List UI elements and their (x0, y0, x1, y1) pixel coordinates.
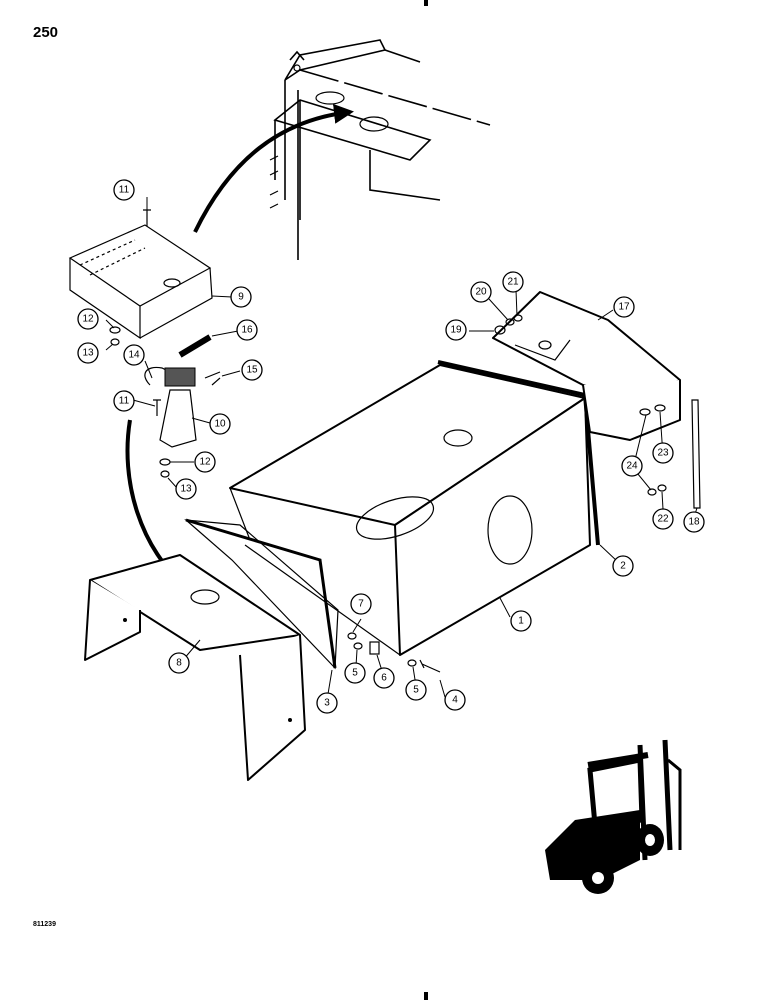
callout-label: 16 (241, 325, 253, 336)
callout-10: 10 (209, 413, 231, 435)
cover-box-part9 (68, 224, 213, 340)
callout-1: 1 (510, 610, 532, 632)
callout-label: 11 (119, 185, 130, 196)
callout-5b: 5 (405, 679, 427, 701)
callout-8: 8 (168, 652, 190, 674)
clip-part14 (144, 366, 171, 386)
callout-21: 21 (502, 271, 524, 293)
latch-part14 (164, 367, 196, 387)
nut-part24-lower (647, 488, 657, 496)
bracket-part17 (492, 291, 681, 441)
rod-part16 (178, 334, 212, 358)
callout-label: 18 (688, 517, 700, 528)
callout-label: 19 (450, 325, 462, 336)
callout-6: 6 (373, 667, 395, 689)
callout-12a: 12 (77, 308, 99, 330)
bolt-part19 (494, 325, 506, 335)
callout-20: 20 (470, 281, 492, 303)
callout-label: 4 (452, 695, 458, 706)
callout-14: 14 (123, 344, 145, 366)
callout-label: 10 (214, 419, 226, 430)
callout-label: 17 (618, 302, 630, 313)
bracket-part10 (159, 389, 197, 448)
registration-mark-top (424, 0, 428, 6)
plate-part18 (691, 399, 701, 509)
bolt-part11-upper (143, 209, 151, 226)
callout-18: 18 (683, 511, 705, 533)
bolt-part11-lower (153, 399, 161, 416)
nut-part24-upper (639, 408, 651, 416)
callout-label: 24 (626, 461, 638, 472)
callout-11a: 11 (113, 179, 135, 201)
callout-label: 13 (82, 348, 94, 359)
washer-part12-lower (159, 458, 171, 466)
page-number: 250 (33, 24, 59, 41)
callout-2: 2 (612, 555, 634, 577)
washer-part5a (353, 642, 363, 650)
callout-label: 15 (246, 365, 258, 376)
washer-part12-upper (109, 326, 121, 334)
callout-label: 22 (657, 514, 669, 525)
callout-3: 3 (316, 692, 338, 714)
callout-5a: 5 (344, 662, 366, 684)
forklift-silhouette-icon (545, 739, 682, 894)
nut-part13-lower (160, 470, 170, 478)
seal-part3 (184, 519, 339, 670)
washer-part21 (513, 314, 523, 322)
callout-9: 9 (230, 286, 252, 308)
callout-label: 6 (381, 673, 387, 684)
callout-7: 7 (350, 593, 372, 615)
pin-part15 (204, 371, 221, 386)
callout-label: 23 (657, 448, 669, 459)
callout-label: 5 (413, 685, 419, 696)
washer-part7 (347, 632, 357, 640)
washer-part23 (654, 404, 666, 412)
callout-label: 1 (518, 616, 524, 627)
callout-24: 24 (621, 455, 643, 477)
callout-label: 2 (620, 561, 626, 572)
callout-13a: 13 (77, 342, 99, 364)
washer-part22 (657, 484, 667, 492)
callout-17: 17 (613, 296, 635, 318)
callout-12b: 12 (194, 451, 216, 473)
hood-part1 (229, 364, 591, 656)
callout-label: 7 (358, 599, 364, 610)
callout-label: 3 (324, 698, 330, 709)
callout-label: 20 (475, 287, 487, 298)
registration-mark-bottom (424, 992, 428, 1000)
clip-part6 (369, 641, 380, 655)
callout-label: 12 (82, 314, 94, 325)
bolt-part4 (419, 659, 441, 673)
callout-label: 13 (180, 484, 192, 495)
callout-label: 14 (128, 350, 140, 361)
washer-part5b (407, 659, 417, 667)
callout-23: 23 (652, 442, 674, 464)
callout-19: 19 (445, 319, 467, 341)
callout-15: 15 (241, 359, 263, 381)
callout-label: 5 (352, 668, 358, 679)
nut-part13-upper (110, 338, 120, 346)
callout-16: 16 (236, 319, 258, 341)
callout-label: 9 (238, 292, 244, 303)
drawing-code: 811239 (33, 921, 56, 928)
chassis-frame (269, 39, 491, 260)
callout-label: 8 (176, 658, 182, 669)
callout-label: 12 (199, 457, 211, 468)
washer-part20 (505, 318, 515, 326)
callout-13b: 13 (175, 478, 197, 500)
curved-arrow-upper (193, 103, 354, 233)
callout-label: 11 (119, 396, 130, 407)
shroud-part8 (84, 554, 306, 781)
callout-11b: 11 (113, 390, 135, 412)
callout-label: 21 (507, 277, 519, 288)
callout-4: 4 (444, 689, 466, 711)
callout-22: 22 (652, 508, 674, 530)
